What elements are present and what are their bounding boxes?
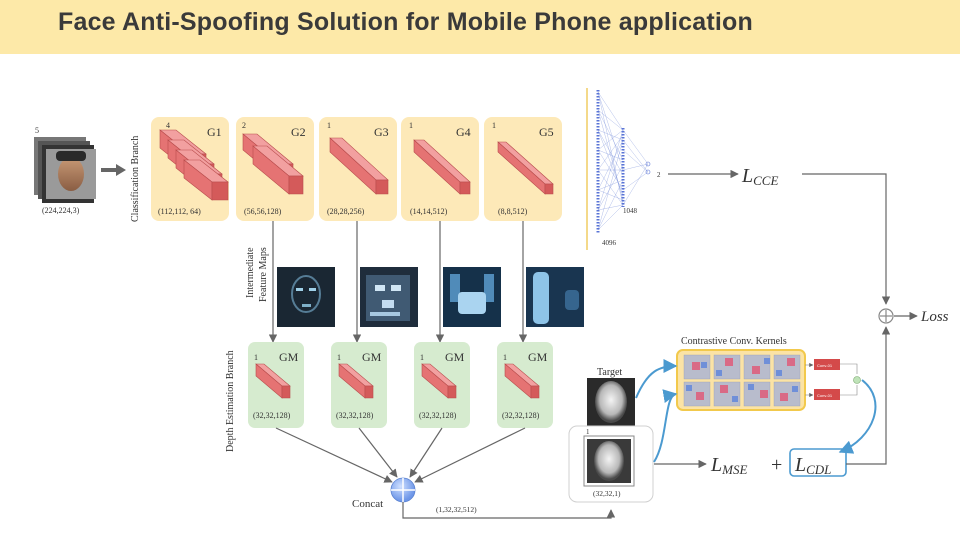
feature-maps-label-1: Intermediate (245, 247, 256, 298)
gm-block-2: 1 GM (32,32,128) (331, 342, 387, 428)
arrow-kernels-cdl (838, 379, 877, 454)
gm-block-1: 1 GM (32,32,128) (248, 342, 304, 428)
contrastive-kernels-panel (676, 349, 806, 411)
arrow-gm3-concat (409, 427, 443, 478)
g3-block: 1 G3 (28,28,256) (319, 117, 397, 221)
gm3-dims: (32,32,128) (419, 411, 457, 420)
loss-total: Loss (920, 309, 949, 325)
gm-block-3: 1 GM (32,32,128) (414, 342, 470, 428)
g2-num: 2 (242, 121, 246, 130)
g5-num: 1 (492, 121, 496, 130)
g1-name: G1 (207, 125, 222, 139)
arrow-target-kernels (635, 359, 678, 399)
fc-2: 2 (657, 171, 661, 179)
feature-maps-label-2: Feature Maps (258, 247, 269, 302)
g2-block: 2 G2 (56,56,128) (236, 117, 314, 221)
g5-dims: (8,8,512) (498, 207, 528, 216)
gm1-num: 1 (254, 353, 258, 362)
g1-dims: (112,112, 64) (158, 207, 201, 216)
depth-dims: (32,32,1) (593, 489, 621, 498)
feature-map-3 (443, 267, 501, 327)
input-count: 5 (35, 126, 39, 135)
merge-node (853, 376, 861, 384)
g1-block: 4 G1 (112,112, 64) (151, 117, 229, 221)
feature-map-2 (360, 267, 418, 327)
g3-name: G3 (374, 125, 389, 139)
g3-num: 1 (327, 121, 331, 130)
gm3-name: GM (445, 350, 465, 364)
line-c2-merge (840, 385, 858, 396)
line-c1-merge (840, 363, 858, 374)
g5-block: 1 G5 (8,8,512) (484, 117, 562, 221)
g5-name: G5 (539, 125, 554, 139)
fc-1048: 1048 (623, 207, 638, 215)
cdl-box (789, 448, 847, 477)
g4-dims: (14,14,512) (410, 207, 448, 216)
gm-block-4: 1 GM (32,32,128) (497, 342, 553, 428)
gm4-name: GM (528, 350, 548, 364)
sum-node (878, 308, 894, 324)
depth-num: 1 (586, 428, 590, 436)
loss-cdl: LCDL (794, 454, 831, 477)
concat-label: Concat (352, 498, 383, 510)
slide-title: Face Anti-Spoofing Solution for Mobile P… (58, 8, 753, 36)
loss-plus: + (771, 454, 782, 476)
g4-num: 1 (409, 121, 413, 130)
gm1-dims: (32,32,128) (253, 411, 291, 420)
target-depth-image (587, 378, 635, 426)
arrow-gm1-concat (275, 427, 393, 483)
predicted-depth-panel: 1 (32,32,1) (568, 425, 654, 503)
g3-dims: (28,28,256) (327, 207, 365, 216)
title-banner: Face Anti-Spoofing Solution for Mobile P… (0, 0, 960, 54)
depth-branch-label: Depth Estimation Branch (225, 350, 236, 452)
arrow-depth-kernels (653, 389, 678, 463)
arrow-gm4-concat (414, 427, 526, 483)
gm2-name: GM (362, 350, 382, 364)
kernels-title: Contrastive Conv. Kernels (681, 336, 787, 347)
g2-name: G2 (291, 125, 306, 139)
g4-block: 1 G4 (14,14,512) (401, 117, 479, 221)
target-label: Target (597, 367, 622, 378)
conv-out-1-label: Conv-01 (817, 363, 833, 368)
concat-node (390, 477, 416, 503)
g1-num: 4 (166, 121, 170, 130)
loss-cce: LCCE (741, 165, 778, 188)
loss-mse: LMSE (710, 454, 747, 477)
arrow-concat-to-depth (402, 502, 616, 519)
arrow-cdl-to-sum (846, 326, 891, 465)
feature-map-1 (277, 267, 335, 327)
gm4-dims: (32,32,128) (502, 411, 540, 420)
conv-out-1: Conv-01 (814, 359, 840, 370)
arrow-cce-to-sum (802, 173, 891, 305)
g4-name: G4 (456, 125, 471, 139)
feature-map-4 (526, 267, 584, 327)
fc-network: 4096 1048 2 (586, 88, 661, 250)
g2-dims: (56,56,128) (244, 207, 282, 216)
gm1-name: GM (279, 350, 299, 364)
input-arrow (101, 164, 126, 176)
conv-out-2-label: Conv-01 (817, 393, 833, 398)
gm2-num: 1 (337, 353, 341, 362)
input-size: (224,224,3) (42, 206, 80, 215)
gm2-dims: (32,32,128) (336, 411, 374, 420)
arrow-gm2-concat (358, 427, 398, 478)
conv-out-2: Conv-01 (814, 389, 840, 400)
classification-branch-label: Classification Branch (130, 136, 141, 222)
input-image-stack: 5 (224,224,3) (34, 126, 96, 215)
fc-4096: 4096 (602, 239, 617, 247)
gm4-num: 1 (503, 353, 507, 362)
concat-dims: (1,32,32,512) (436, 505, 477, 514)
gm3-num: 1 (420, 353, 424, 362)
